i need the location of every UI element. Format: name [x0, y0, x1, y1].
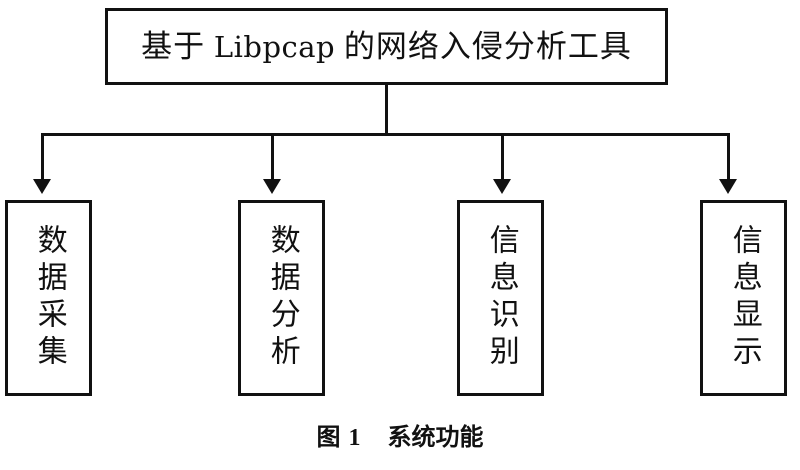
root-label-latin: Libpcap: [213, 30, 336, 64]
branch-line-3: [501, 133, 504, 181]
root-node-label: 基于 Libpcap 的网络入侵分析工具: [141, 31, 632, 62]
figure-caption-number: 图 1: [316, 425, 362, 451]
leaf-node-box-2: 数据分析: [238, 200, 325, 396]
arrow-head-icon-3: [493, 179, 511, 194]
leaf-node-label-2: 数据分析: [265, 224, 299, 372]
root-label-prefix: 基于: [141, 29, 206, 64]
arrow-head-icon-2: [263, 179, 281, 194]
branch-line-4: [727, 133, 730, 181]
figure-caption-text: 系统功能: [387, 425, 484, 451]
arrow-head-icon-4: [719, 179, 737, 194]
leaf-node-box-1: 数据采集: [5, 200, 92, 396]
leaf-node-box-4: 信息显示: [700, 200, 787, 396]
root-label-suffix: 的网络入侵分析工具: [343, 29, 632, 64]
distribution-bus-line: [41, 133, 730, 136]
root-stem-line: [385, 85, 388, 135]
leaf-node-label-4: 信息显示: [727, 224, 761, 372]
leaf-node-box-3: 信息识别: [457, 200, 544, 396]
figure-caption: 图 1 系统功能: [0, 417, 800, 452]
branch-line-2: [271, 133, 274, 181]
root-node-box: 基于 Libpcap 的网络入侵分析工具: [105, 8, 668, 85]
branch-line-1: [41, 133, 44, 181]
arrow-head-icon-1: [33, 179, 51, 194]
leaf-node-label-3: 信息识别: [484, 224, 518, 372]
leaf-node-label-1: 数据采集: [32, 224, 66, 372]
